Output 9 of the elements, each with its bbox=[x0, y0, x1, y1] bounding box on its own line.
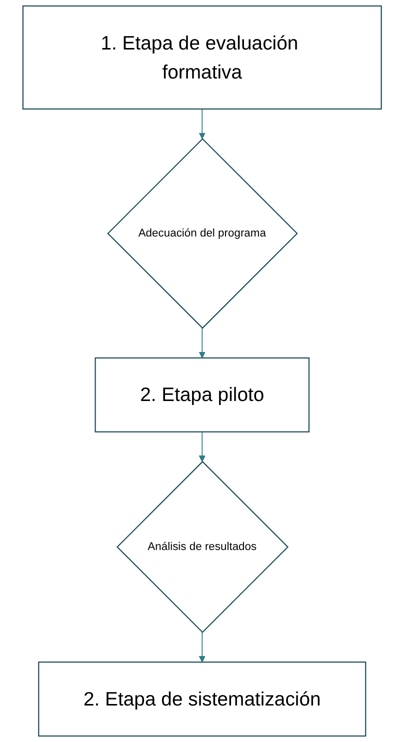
node-box: 2. Etapa piloto bbox=[94, 357, 310, 432]
node-diamond: Adecuación del programa bbox=[106, 138, 298, 329]
node-box: 2. Etapa de sistematización bbox=[38, 662, 366, 737]
arrow bbox=[198, 431, 206, 462]
node-diamond: Análisis de resultados bbox=[116, 460, 288, 634]
arrow bbox=[198, 108, 206, 140]
node-box: 1. Etapa de evaluación formativa bbox=[22, 5, 382, 110]
arrow bbox=[198, 632, 206, 662]
arrow bbox=[198, 328, 206, 358]
